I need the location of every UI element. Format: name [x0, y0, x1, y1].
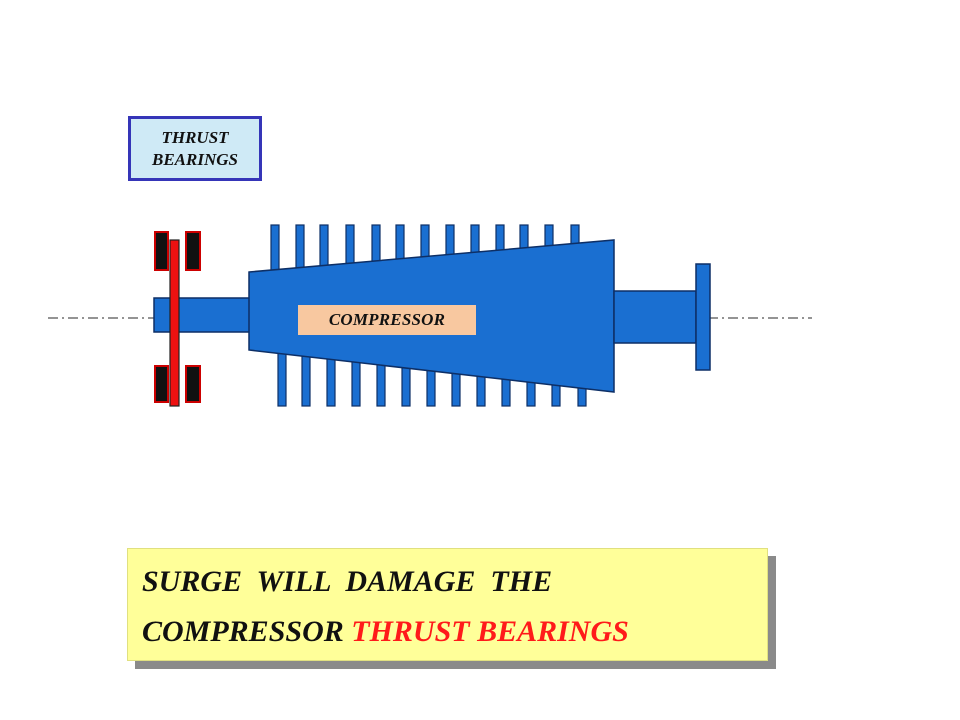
thrust-bearing-pads: [154, 231, 201, 403]
warning-highlight: THRUST BEARINGS: [351, 615, 629, 648]
bottom-blade: [277, 349, 287, 407]
coupling-flange: [695, 263, 711, 371]
warning-line-1: SURGE WILL DAMAGE THE: [142, 565, 553, 598]
compressor-label: COMPRESSOR: [298, 305, 476, 335]
left-shaft: [153, 297, 251, 333]
warning-line-2: COMPRESSOR THRUST BEARINGS: [142, 609, 767, 655]
thrust-pad-bottom-left: [154, 365, 169, 403]
thrust-bearings-label: THRUST BEARINGS: [128, 116, 262, 181]
compressor-label-text: COMPRESSOR: [328, 310, 446, 329]
thrust-bearings-label-line1: THRUST: [161, 127, 229, 147]
thrust-pad-top-right: [185, 231, 201, 271]
bottom-blade: [301, 349, 311, 407]
thrust-pad-top-left: [154, 231, 169, 271]
thrust-collar: [169, 239, 180, 407]
top-blade: [270, 224, 280, 276]
thrust-pad-bottom-right: [185, 365, 201, 403]
thrust-bearings-label-line2: BEARINGS: [152, 149, 238, 169]
warning-line-2-start: COMPRESSOR: [142, 615, 352, 648]
right-shaft: [613, 290, 697, 344]
warning-callout: SURGE WILL DAMAGE THE COMPRESSOR THRUST …: [127, 548, 768, 661]
